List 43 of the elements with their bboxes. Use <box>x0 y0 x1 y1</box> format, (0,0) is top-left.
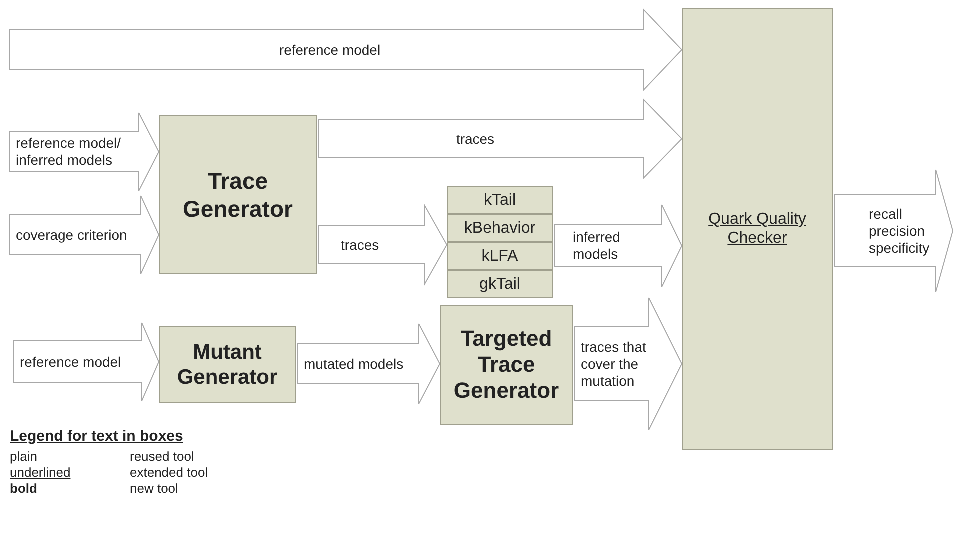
legend-text: plain <box>10 449 38 465</box>
block-arrow <box>554 204 683 288</box>
block-arrow <box>298 324 441 404</box>
legend-text: new tool <box>130 481 178 497</box>
edge-label: reference model <box>20 354 122 370</box>
edge-label: reference model/ inferred models <box>16 135 122 169</box>
box-title: Mutant Generator <box>176 340 279 390</box>
box-title: Quark Quality Checker <box>708 210 808 248</box>
legend-text: extended tool <box>130 465 208 481</box>
block-arrow <box>10 112 160 192</box>
edge-label: mutated models <box>304 356 404 372</box>
process-box <box>447 186 553 214</box>
box-title: Trace Generator <box>182 166 294 222</box>
block-arrow <box>14 322 160 402</box>
block-arrow <box>318 98 683 180</box>
box-title: kTail <box>484 190 516 210</box>
block-arrow <box>10 196 160 274</box>
box-title: Targeted Trace Generator <box>452 326 560 404</box>
block-arrow <box>574 298 683 430</box>
process-box <box>447 242 553 270</box>
process-box <box>447 214 553 242</box>
box-title: gkTail <box>480 274 520 294</box>
legend-text: bold <box>10 481 38 497</box>
process-box <box>440 305 573 425</box>
edge-label: traces that cover the mutation <box>581 338 648 390</box>
edge-label: recall precision specificity <box>869 206 931 256</box>
legend-text: underlined <box>10 465 71 481</box>
legend-text: reused tool <box>130 449 194 465</box>
block-arrow <box>318 204 448 286</box>
process-box <box>159 115 317 274</box>
process-box <box>447 270 553 298</box>
edge-label: inferred models <box>573 229 622 263</box>
block-arrow <box>10 8 683 92</box>
box-title: kLFA <box>482 246 518 266</box>
legend-title: Legend for text in boxes <box>10 429 184 445</box>
process-box <box>159 326 296 403</box>
block-arrow <box>834 170 954 292</box>
box-title: kBehavior <box>464 218 536 238</box>
edge-label: traces <box>341 236 380 254</box>
edge-label: coverage criterion <box>16 226 128 244</box>
edge-label: traces <box>456 130 495 148</box>
process-box <box>682 8 833 450</box>
edge-label: reference model <box>279 42 381 58</box>
